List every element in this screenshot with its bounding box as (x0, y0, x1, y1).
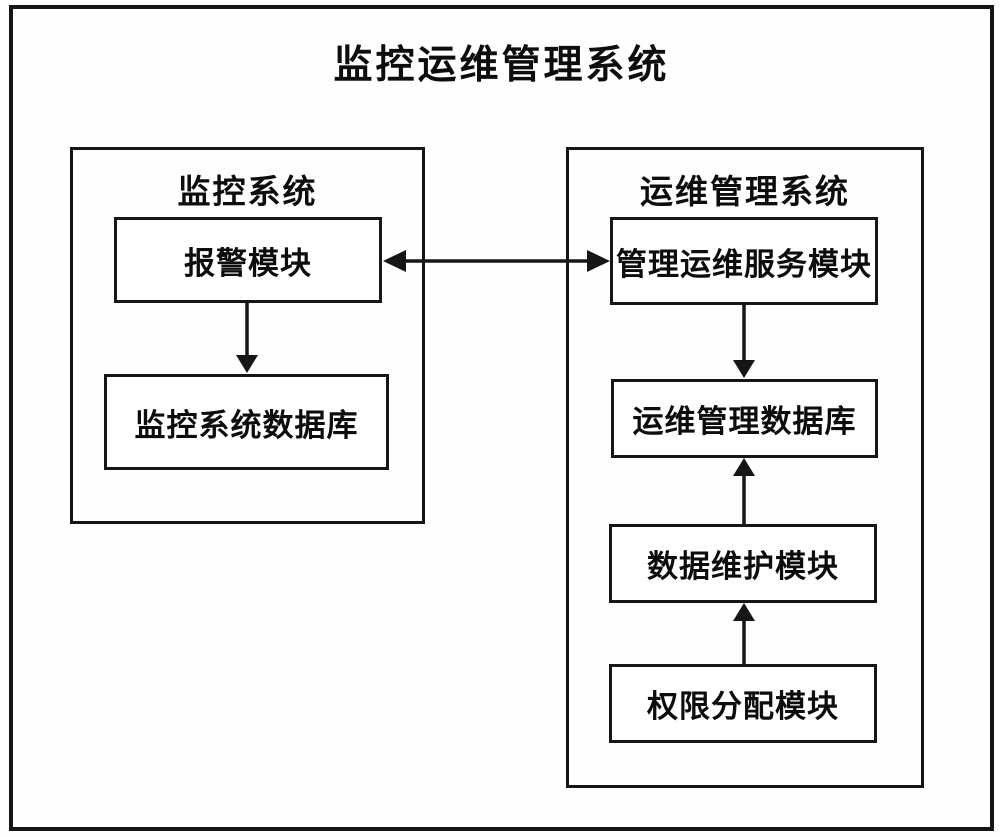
group-oam-management-system: 运维管理系统 (566, 147, 924, 788)
group-monitoring-system-label: 监控系统 (177, 175, 318, 211)
permission-assignment-module-box: 权限分配模块 (609, 664, 877, 743)
monitoring-database-box: 监控系统数据库 (104, 374, 389, 470)
alarm-module-box: 报警模块 (114, 217, 382, 303)
group-oam-management-system-label: 运维管理系统 (640, 175, 850, 211)
group-monitoring-system: 监控系统 (70, 147, 425, 524)
data-maintenance-module-box: 数据维护模块 (609, 524, 877, 603)
diagram-title: 监控运维管理系统 (333, 44, 670, 87)
outer-frame (9, 5, 994, 831)
oam-service-module-box: 管理运维服务模块 (610, 217, 878, 305)
oam-database-box: 运维管理数据库 (611, 379, 878, 458)
